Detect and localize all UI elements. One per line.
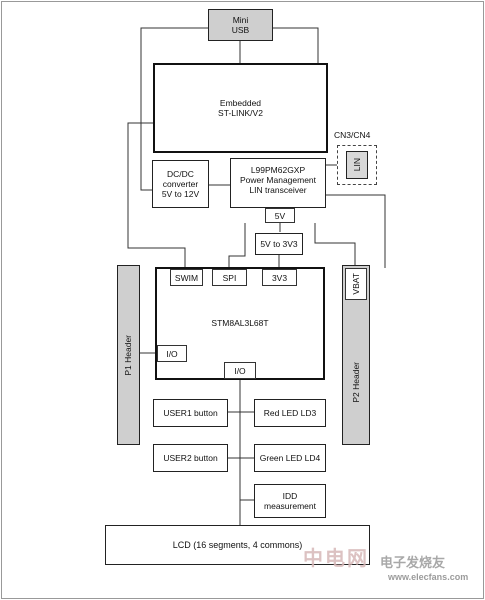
lin-connector-frame: LIN [337,145,377,185]
bottom-io-port: I/O [224,362,256,379]
p1-header: P1 Header [117,265,140,445]
p2-header-label: P2 Header [350,362,361,403]
3v3-port: 3V3 [262,269,297,286]
st-link-block: Embedded ST-LINK/V2 [153,63,328,153]
spi-port: SPI [212,269,247,286]
green-led-block: Green LED LD4 [254,444,326,472]
red-led-block: Red LED LD3 [254,399,326,427]
vbat-pin: VBAT [345,268,367,300]
watermark-cn: 中电网 [303,548,369,570]
power-management-label: L99PM62GXP Power Management LIN transcei… [239,165,317,196]
idd-measurement-block: IDD measurement [254,484,326,518]
watermark-brand: 电子发烧友 [380,555,446,570]
lin-label: LIN [352,158,362,172]
connector-label: CN3/CN4 [334,130,371,140]
mcu-label: STM8AL3L68T [211,318,269,329]
5v-output: 5V [265,208,295,223]
user2-button-block: USER2 button [153,444,228,472]
left-io-port: I/O [157,345,187,362]
dcdc-converter-block: DC/DC converter 5V to 12V [152,160,209,208]
watermark-url: www.elecfans.com [388,572,469,582]
lin-connector: LIN [346,151,368,179]
p1-header-label: P1 Header [123,334,134,376]
mini-usb-block: Mini USB [208,9,273,41]
power-management-block: L99PM62GXP Power Management LIN transcei… [230,158,326,208]
user1-button-block: USER1 button [153,399,228,427]
regulator-5v-to-3v3: 5V to 3V3 [255,233,303,255]
swim-port: SWIM [170,269,203,286]
vbat-label: VBAT [351,273,361,295]
lcd-block: LCD (16 segments, 4 commons) [105,525,370,565]
